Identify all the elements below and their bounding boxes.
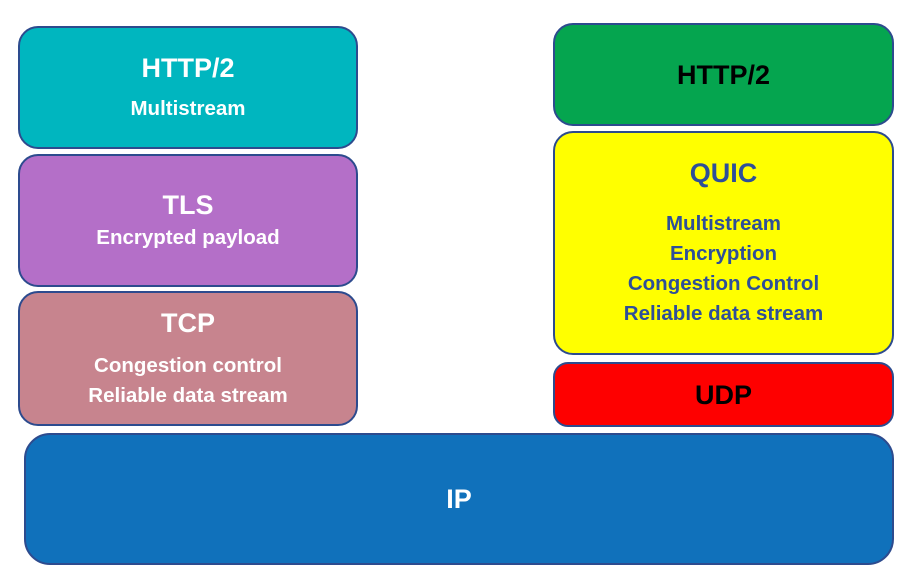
box-line: Multistream xyxy=(665,212,782,235)
box-http2-quic-stack: HTTP/2 xyxy=(553,23,894,126)
box-http2-tcp-stack: HTTP/2 Multistream xyxy=(18,26,358,149)
box-line: Reliable data stream xyxy=(88,383,288,407)
box-line: Reliable data stream xyxy=(623,302,824,325)
box-udp: UDP xyxy=(553,362,894,427)
box-quic: QUIC Multistream Encryption Congestion C… xyxy=(553,131,894,355)
box-line: Encryption xyxy=(669,242,778,265)
box-line: Multistream xyxy=(130,96,246,120)
box-title: IP xyxy=(446,484,472,514)
box-line: Encrypted payload xyxy=(96,225,280,249)
box-title: HTTP/2 xyxy=(141,52,235,83)
box-title: TCP xyxy=(161,307,215,338)
box-tcp: TCP Congestion control Reliable data str… xyxy=(18,291,358,426)
box-title: HTTP/2 xyxy=(676,59,770,90)
box-title: TLS xyxy=(162,189,214,220)
box-title: UDP xyxy=(694,379,752,410)
box-line: Congestion Control xyxy=(627,272,820,295)
box-ip: IP xyxy=(24,433,894,565)
box-title: QUIC xyxy=(689,158,758,188)
box-tls: TLS Encrypted payload xyxy=(18,154,358,287)
box-line: Congestion control xyxy=(94,353,282,377)
